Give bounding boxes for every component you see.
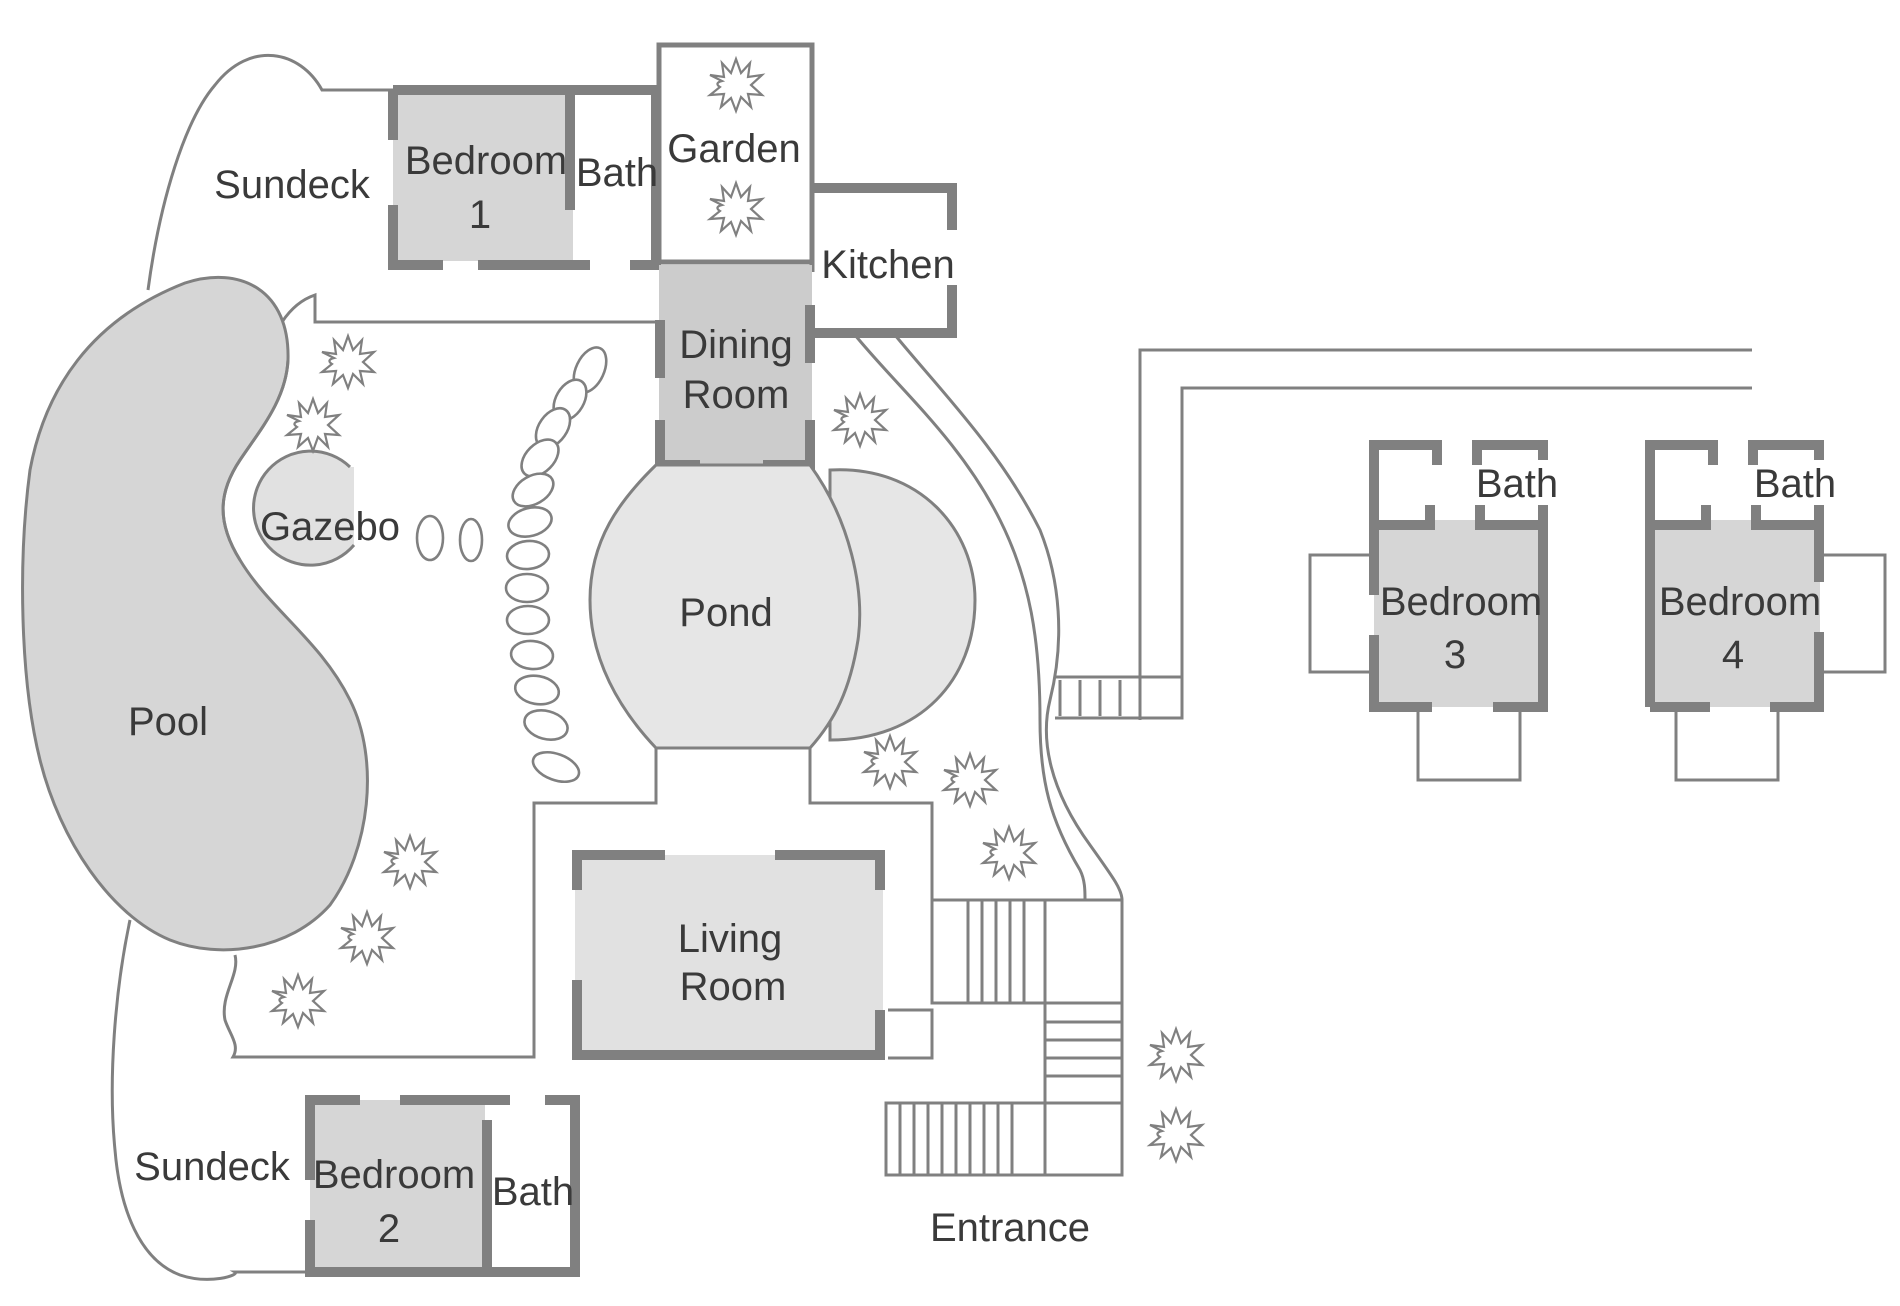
pool [21,275,369,952]
shrub-icon [862,734,918,790]
bedroom-3-label: Bedroom [1380,580,1542,624]
stepping-stone-icon [523,709,569,741]
courtyard-outline [222,748,658,1059]
sundeck-bottom-outline [110,919,310,1281]
bedroom-3-walls [1369,440,1548,712]
stepping-stone-icon [531,750,581,784]
pool-deck-outline [221,359,290,561]
shrub-icon [708,57,764,113]
shrub-icon [1148,1107,1204,1163]
shrub-icon [981,825,1037,881]
kitchen-label: Kitchen [821,243,954,287]
bedroom-3-floor [1374,520,1544,707]
stairs-icon [1055,675,1184,720]
living-side-outline [888,1008,934,1060]
gazebo-label: Gazebo [260,505,400,549]
stepping-stone-icon [504,572,550,604]
shrub-icon [832,392,888,448]
dining-room-label: Dining [679,323,792,367]
shrub-icon [320,334,376,390]
bedroom-1-number: 1 [469,193,491,237]
shrub-icon [270,973,326,1029]
living-room-walls [572,850,885,1060]
bedroom-4-terrace-bottom [1674,707,1780,782]
bedroom-3-terrace-bottom [1416,707,1522,782]
bedroom-1-floor [393,94,573,261]
top-corridor-line [280,292,660,324]
shrub-icon [382,834,438,890]
walkway-inner [853,334,1087,901]
stepping-stone-icon [507,506,553,538]
path-outer [1138,348,1752,720]
stepping-stone-icon [520,438,560,478]
bedroom-1-label: Bedroom [405,139,567,183]
bath-1-label: Bath [576,151,658,195]
bath-3-label: Bath [1476,462,1558,506]
sundeck-top-outline [146,53,660,291]
bedroom-2-label: Bedroom [313,1153,475,1197]
stepping-stones [415,346,608,784]
walkway-outer [893,334,1124,901]
stepping-stone-icon [511,472,555,508]
bedroom-2-walls [305,1095,580,1277]
entrance-label: Entrance [930,1206,1090,1250]
sundeck-top-label: Sundeck [214,163,371,207]
bedroom-4-floor [1650,520,1820,707]
pond [588,463,862,750]
dining-room-label-2: Room [683,373,790,417]
bedroom-4-number: 4 [1722,633,1744,677]
bedroom-4-label: Bedroom [1659,580,1821,624]
stepping-stone-icon [415,514,445,562]
stepping-stone-icon [505,539,551,571]
bedroom-2-number: 2 [378,1207,400,1251]
pond-label: Pond [679,591,772,635]
living-room-label-2: Room [680,965,787,1009]
pool-label: Pool [128,700,208,744]
sundeck-bottom-label: Sundeck [134,1145,291,1189]
kitchen-walls [809,183,957,338]
shrub-icon [285,397,341,453]
gazebo [253,451,354,566]
bedroom-4-walls [1645,440,1824,712]
stepping-stone-icon [458,517,484,563]
bedroom-3-terrace-left [1308,553,1374,674]
stairs-icon [884,898,1124,1177]
shrub-icon [339,910,395,966]
shrub-icon [1148,1027,1204,1083]
garden-label: Garden [667,127,800,171]
stepping-stone-icon [513,674,561,706]
bedroom-3-number: 3 [1444,633,1466,677]
shrub-icon [942,752,998,808]
bath-4-label: Bath [1754,462,1836,506]
path-inner [1180,386,1752,715]
living-room-floor [575,855,883,1055]
stepping-stone-icon [505,604,551,636]
living-room-label: Living [678,917,783,961]
bedroom-4-terrace-right [1819,553,1887,674]
dining-room-floor [659,265,812,465]
bedroom-2-floor [310,1100,485,1272]
shrub-icon [708,181,764,237]
pond-secondary [828,468,977,742]
bath-2-label: Bath [492,1170,574,1214]
stepping-stone-icon [509,639,555,671]
bedroom-1-walls [388,85,661,270]
